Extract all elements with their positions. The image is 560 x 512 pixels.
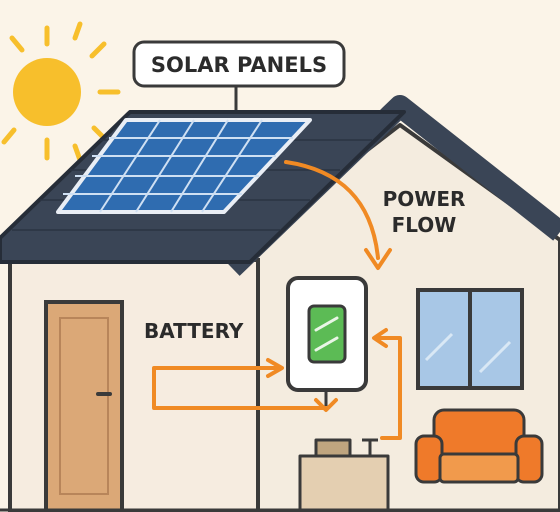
solar-panels-text: SOLAR PANELS xyxy=(151,53,327,77)
solar-panel-icon xyxy=(56,118,312,214)
arrow-battery-to-inverter-head xyxy=(266,358,284,378)
battery-icon xyxy=(286,276,368,406)
battery-label: BATTERY xyxy=(144,319,244,343)
arrow-panels-to-inverter-head xyxy=(364,248,392,270)
power-flow-label-line2: FLOW xyxy=(392,213,457,237)
sofa-icon xyxy=(414,408,544,484)
desk-icon xyxy=(298,438,390,512)
power-flow-label-line1: POWER xyxy=(383,187,466,211)
arrow-inverter-to-home-head xyxy=(372,328,388,348)
arrow-inverter-to-home xyxy=(376,336,402,440)
solar-panels-label: SOLAR PANELS xyxy=(132,40,346,110)
arrow-panels-to-inverter xyxy=(284,160,380,260)
power-flow-arrows xyxy=(152,160,402,440)
window-icon xyxy=(416,288,524,390)
door-icon xyxy=(44,300,124,512)
arrow-battery-to-inverter xyxy=(152,366,328,410)
arrow-to-load-head xyxy=(314,398,338,412)
